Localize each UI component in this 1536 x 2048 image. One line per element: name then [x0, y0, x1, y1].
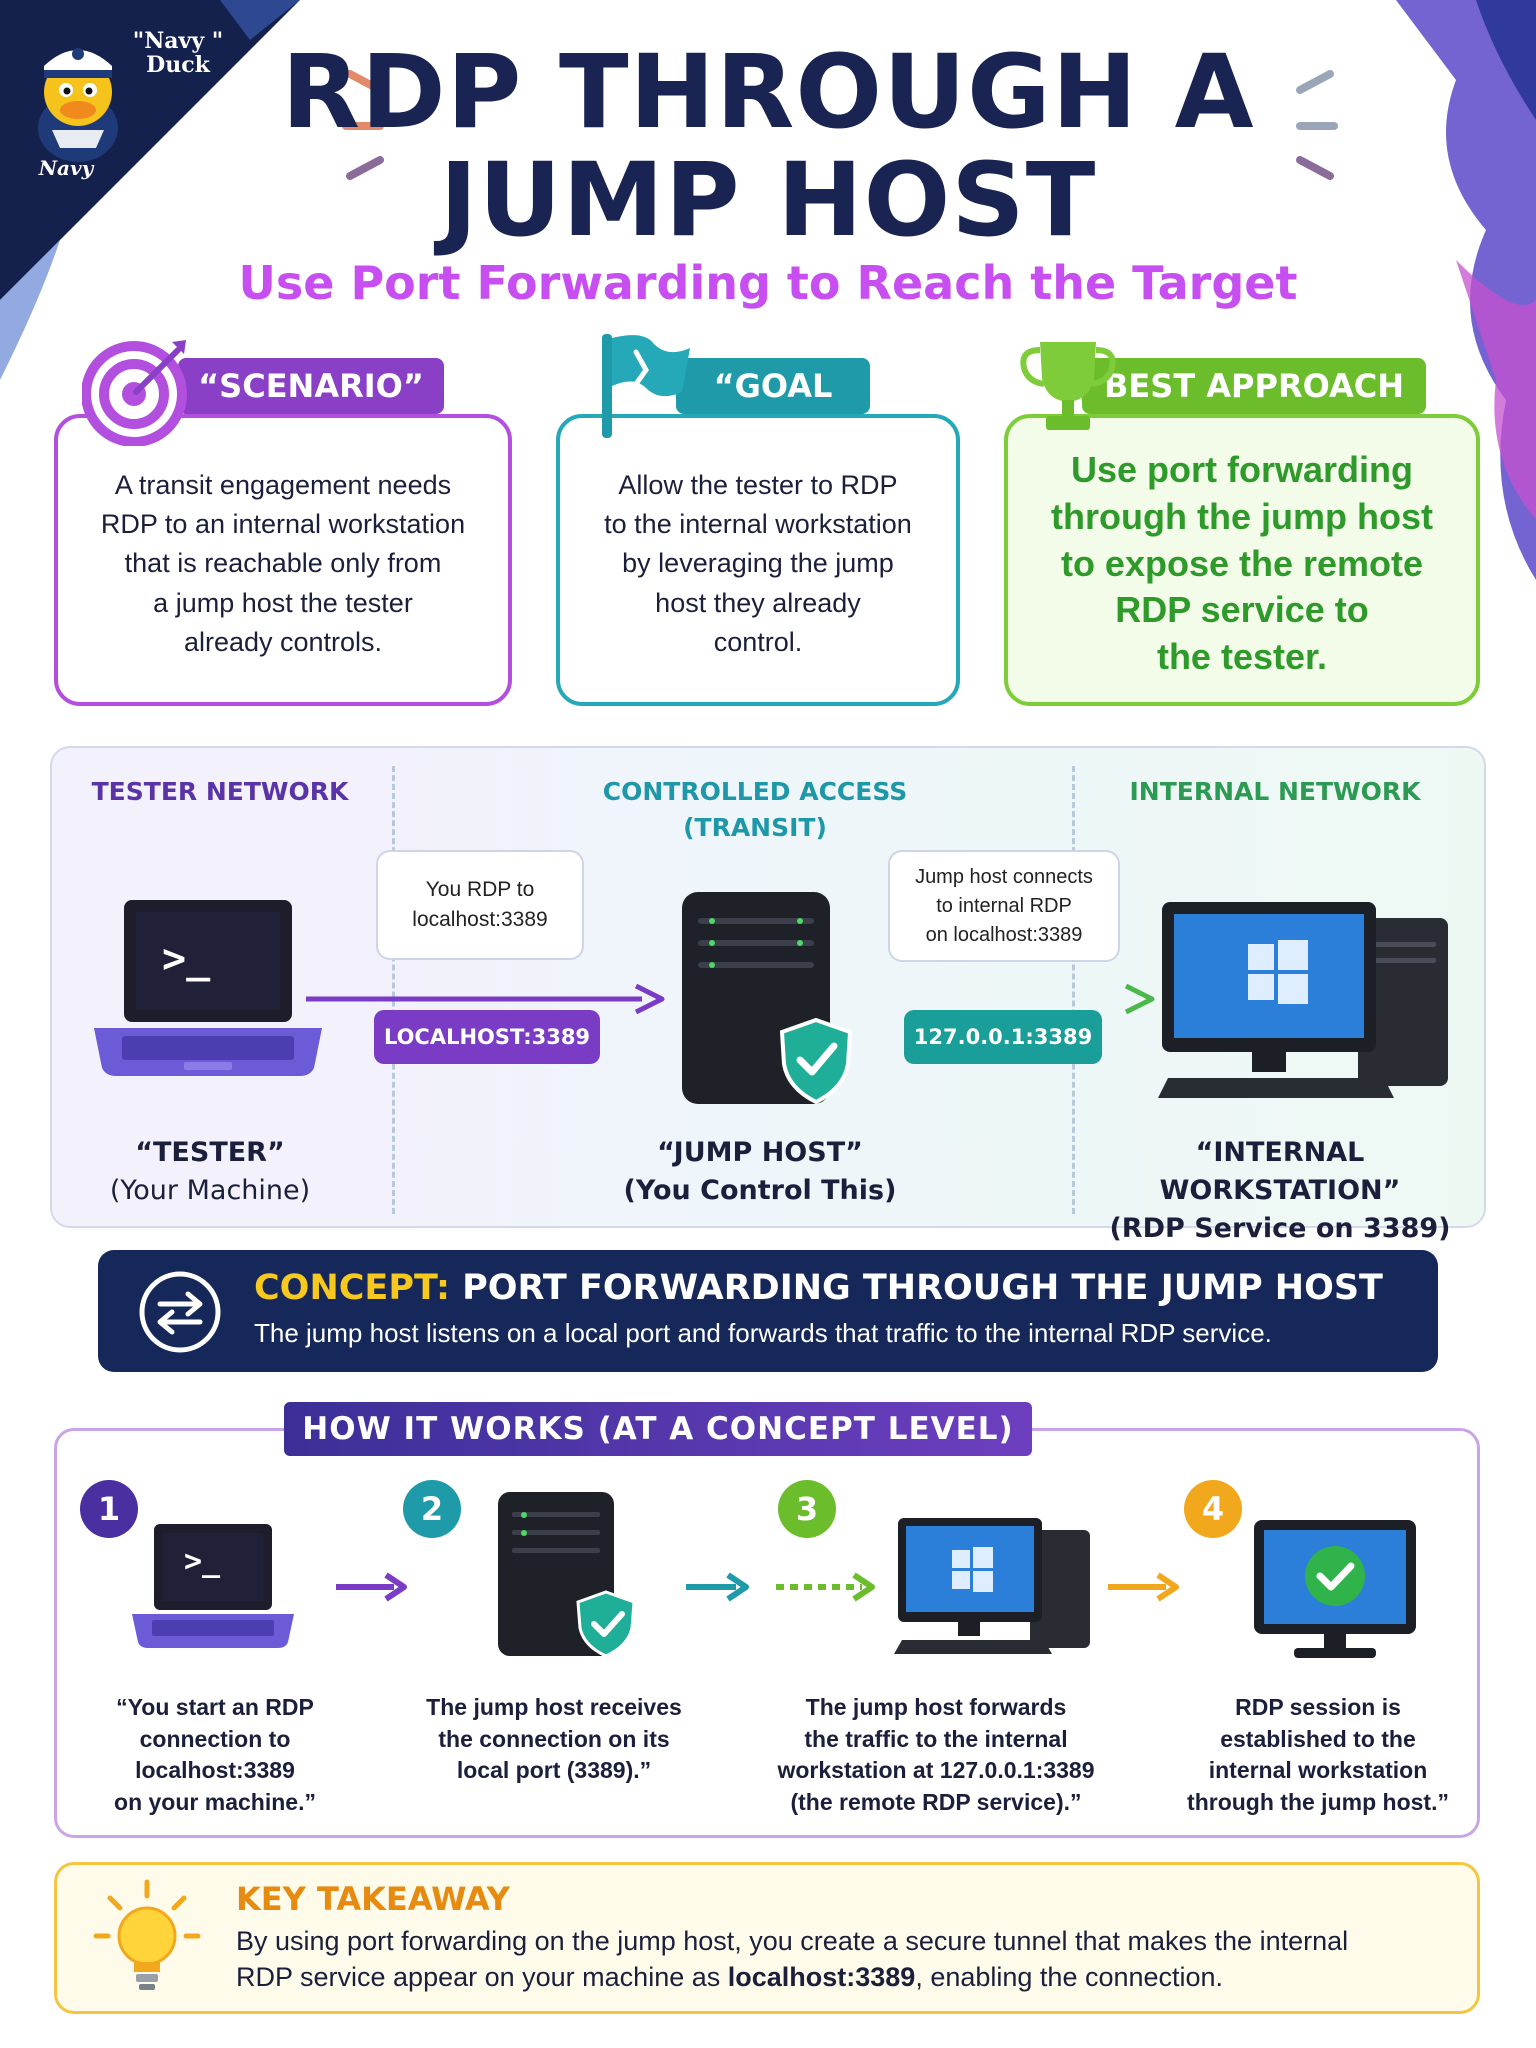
- concept-description: The jump host listens on a local port an…: [254, 1318, 1272, 1348]
- concept-banner: [98, 1250, 1438, 1372]
- how-it-works-panel: [54, 1428, 1480, 1838]
- title-sparkle-right-icon: [1296, 70, 1338, 180]
- step-4-description: RDP session is established to the intern…: [1187, 1694, 1449, 1816]
- best-approach-text: Use port forwarding through the jump hos…: [1051, 449, 1433, 678]
- zone-divider-right: [1072, 766, 1075, 1214]
- step-2-server-icon: [498, 1492, 636, 1658]
- step-number-3: 3: [778, 1480, 836, 1538]
- logo-text-duck: Duck: [146, 52, 210, 78]
- concept-label: CONCEPT:: [254, 1268, 450, 1308]
- key-takeaway-text-line-2: RDP service appear on your machine as lo…: [236, 1962, 1224, 1992]
- duck-mascot-icon: [38, 48, 118, 162]
- internal-workstation-icon: [1158, 902, 1448, 1098]
- trophy-icon: [1020, 342, 1116, 430]
- scenario-card: A transit engagement needs RDP to an int…: [54, 414, 512, 706]
- internal-ip-port-badge: 127.0.0.1:3389: [904, 1010, 1102, 1064]
- localhost-port-badge: LOCALHOST:3389: [374, 1010, 600, 1064]
- concept-title: CONCEPT: PORT FORWARDING THROUGH THE JUM…: [254, 1268, 1383, 1308]
- tester-device-label: “TESTER” (Your Machine): [109, 1137, 311, 1206]
- key-takeaway-text-line-1: By using port forwarding on the jump hos…: [236, 1926, 1349, 1956]
- concept-heading: PORT FORWARDING THROUGH THE JUMP HOST: [462, 1268, 1383, 1308]
- zone-title-internal-network: INTERNAL NETWORK: [1129, 777, 1421, 806]
- goal-card: Allow the tester to RDP to the internal …: [556, 414, 960, 706]
- goal-tag: “GOAL: [676, 358, 870, 414]
- callout-tester-rdp: You RDP to localhost:3389: [376, 850, 584, 960]
- scenario-text: A transit engagement needs RDP to an int…: [100, 470, 466, 657]
- key-takeaway-title: KEY TAKEAWAY: [236, 1880, 510, 1918]
- key-takeaway-highlight: localhost:3389: [727, 1962, 916, 1992]
- target-icon: [82, 340, 187, 446]
- tester-terminal-prompt: >_: [162, 936, 211, 982]
- scenario-tag: “SCENARIO”: [178, 358, 444, 414]
- step-arrow-1-icon: [336, 1572, 407, 1602]
- zone-divider-left: [392, 766, 395, 1214]
- zone-title-tester-network: TESTER NETWORK: [91, 777, 349, 806]
- step-2-description: The jump host receives the connection on…: [426, 1694, 682, 1784]
- logo-text-navy: "Navy ": [132, 28, 224, 54]
- page-title-line-1: RDP THROUGH A: [281, 33, 1255, 152]
- page-subtitle: Use Port Forwarding to Reach the Target: [238, 256, 1298, 310]
- internal-workstation-device-label: “INTERNAL WORKSTATION” (RDP Service on 3…: [1109, 1137, 1451, 1244]
- step-arrow-3-icon: [1108, 1572, 1179, 1602]
- arrow-tester-to-jump-icon: [306, 984, 665, 1014]
- arrow-jump-to-internal-icon: [846, 984, 1155, 1014]
- best-approach-tag: BEST APPROACH: [1082, 358, 1426, 414]
- navy-duck-logo: "Navy " Duck Navy: [18, 14, 248, 184]
- goal-text: Allow the tester to RDP to the internal …: [604, 470, 912, 657]
- best-approach-card: Use port forwarding through the jump hos…: [1004, 414, 1480, 706]
- step-1-description: “You start an RDP connection to localhos…: [114, 1694, 316, 1816]
- key-takeaway-panel: [54, 1862, 1480, 2014]
- step-3-description: The jump host forwards the traffic to th…: [777, 1694, 1095, 1816]
- step-4-monitor-check-icon: [1254, 1520, 1416, 1658]
- step-arrow-2-icon: [686, 1572, 875, 1602]
- step-1-laptop-icon: [132, 1524, 294, 1648]
- zone-title-controlled-access: CONTROLLED ACCESS (TRANSIT): [602, 777, 908, 843]
- how-it-works-title: HOW IT WORKS (AT A CONCEPT LEVEL): [284, 1402, 1032, 1456]
- page-title-line-2: JUMP HOST: [439, 141, 1097, 260]
- step-number-1: 1: [80, 1480, 138, 1538]
- lightbulb-icon: [93, 1879, 201, 1990]
- tester-laptop-icon: [94, 900, 322, 1076]
- step-number-4: 4: [1184, 1480, 1242, 1538]
- title-sparkle-left-icon: [342, 70, 384, 180]
- step-1-terminal-prompt: >_: [184, 1544, 221, 1579]
- step-number-2: 2: [403, 1480, 461, 1538]
- corner-decoration-right: [1396, 0, 1536, 580]
- step-3-workstation-icon: [894, 1518, 1090, 1654]
- swap-arrows-icon: [139, 1271, 221, 1353]
- logo-caption: Navy: [38, 156, 94, 180]
- jump-host-server-icon: [682, 892, 853, 1105]
- flag-icon: [602, 334, 690, 438]
- callout-jump-host-connects: Jump host connects to internal RDP on lo…: [888, 850, 1120, 962]
- jump-host-device-label: “JUMP HOST” (You Control This): [623, 1137, 897, 1206]
